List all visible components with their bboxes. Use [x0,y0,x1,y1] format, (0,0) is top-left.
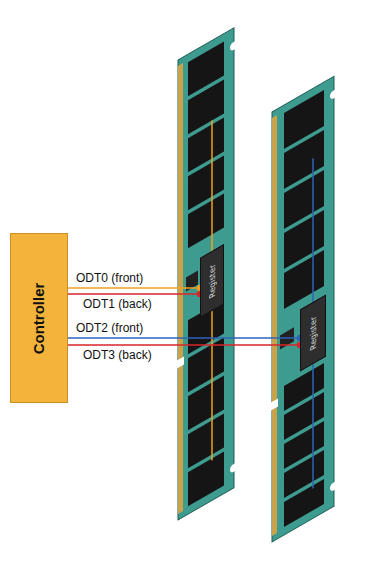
signal-wire [68,344,300,346]
register-chip: Register [300,294,326,371]
chip-label: Register [309,314,318,352]
dimm-module [177,25,238,520]
signal-name: ODT0 (front) [75,271,144,285]
dimm-module [271,74,338,543]
odt-signal-line [68,335,303,341]
drawing-part [188,451,224,506]
odt-signal-line [68,285,203,291]
signal-wire [68,293,200,295]
chip-label: Register [208,262,217,300]
controller-box: Controller [10,233,68,403]
signal-wire [68,337,300,339]
drawing-part [272,76,334,542]
drawing-part [188,193,224,248]
register-chip: Register [200,244,224,318]
signal-wire [68,287,200,289]
drawing-part [230,39,238,52]
drawing-part [272,115,277,536]
controller-label: Controller [31,282,48,354]
signal-name: ODT1 (back) [82,297,153,311]
signal-name: ODT2 (front) [75,321,144,335]
drawing-part [177,357,184,369]
drawing-part [330,88,338,101]
signal-name: ODT3 (back) [82,348,153,362]
drawing-part [230,461,238,474]
drawing-part [271,399,278,411]
drawing-part [284,479,324,527]
drawing-part [330,480,338,493]
drawing-part [178,28,234,520]
